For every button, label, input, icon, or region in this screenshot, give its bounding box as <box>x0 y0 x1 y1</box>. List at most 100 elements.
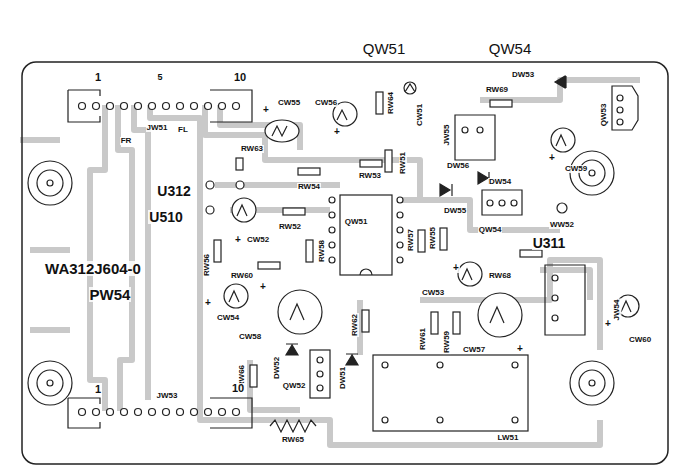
part-label: U312 <box>156 184 191 198</box>
connector-pin <box>205 409 212 416</box>
connector-pin <box>177 103 184 110</box>
part-label: CW57 <box>462 346 486 354</box>
part-label: RW54 <box>297 183 321 191</box>
pad <box>397 257 403 263</box>
capacitor-symbol <box>458 262 482 286</box>
connector-pin <box>149 409 156 416</box>
resistor-symbol <box>214 240 221 262</box>
part-label: RW64 <box>387 91 395 115</box>
polarity-mark: + <box>604 319 612 329</box>
connector-pin <box>219 103 226 110</box>
part-label: CW54 <box>216 314 240 322</box>
copper-trace <box>540 270 590 300</box>
resistor-symbol <box>385 150 392 172</box>
connector-pin <box>163 103 170 110</box>
pad <box>317 385 323 391</box>
pad <box>617 119 623 125</box>
mounting-hole <box>28 161 72 205</box>
pad <box>462 127 468 133</box>
part-label: QW54 <box>488 41 533 56</box>
part-label: DW51 <box>339 366 347 390</box>
pad <box>317 371 323 377</box>
resistor-symbol <box>250 365 257 387</box>
pad <box>617 107 623 113</box>
resistor-symbol <box>270 420 316 432</box>
connector-pin <box>93 409 100 416</box>
connector-pin <box>107 409 114 416</box>
part-label: CW52 <box>246 236 270 244</box>
capacitor-symbol <box>229 84 631 323</box>
polarity-mark: + <box>333 127 341 137</box>
part-label: U510 <box>148 210 183 224</box>
part-label: CW51 <box>416 103 424 127</box>
part-label: RW68 <box>488 272 512 280</box>
ic-outline <box>455 115 495 160</box>
connector-pin <box>177 409 184 416</box>
part-label: QW51 <box>362 41 407 56</box>
connector-outline <box>210 90 252 122</box>
ic-outline <box>310 350 330 398</box>
mounting-hole <box>589 380 595 386</box>
part-label: RW55 <box>429 226 437 250</box>
resistor-symbol <box>258 262 280 269</box>
copper-trace <box>20 80 640 445</box>
part-label: U311 <box>532 236 567 250</box>
pad <box>477 127 483 133</box>
part-label: RW69 <box>485 86 509 94</box>
resistor-symbol <box>298 168 320 175</box>
copper-trace <box>20 137 60 143</box>
board-outline <box>22 62 668 464</box>
resistor-symbol <box>236 158 243 170</box>
pad <box>317 357 323 363</box>
part-label: RW62 <box>351 313 359 337</box>
part-label: RW56 <box>203 253 211 277</box>
pad <box>617 95 623 101</box>
mounting-hole <box>589 170 595 176</box>
resistor-symbol <box>490 100 512 107</box>
part-label: RW58 <box>318 239 326 263</box>
part-label: RW51 <box>399 151 407 175</box>
part-label: QW52 <box>282 382 307 390</box>
ic-outline <box>545 265 585 335</box>
part-label: 1 <box>94 72 102 83</box>
resistor-symbol <box>283 208 305 215</box>
pad <box>512 362 518 368</box>
pad <box>206 95 623 423</box>
resistor-symbol <box>360 160 382 167</box>
mounting-hole <box>570 361 614 405</box>
connector-pin <box>233 409 240 416</box>
pad <box>382 417 388 423</box>
pad <box>329 242 335 248</box>
connector-pin <box>135 409 142 416</box>
pad <box>487 200 493 206</box>
copper-trace <box>134 105 148 400</box>
resistor-symbol <box>306 240 313 262</box>
pad <box>499 200 505 206</box>
pad <box>382 362 388 368</box>
pad <box>329 257 335 263</box>
diode-symbol <box>286 344 298 355</box>
pad <box>329 227 335 233</box>
connector-pin <box>149 103 156 110</box>
connector-pin <box>205 103 212 110</box>
mounting-hole <box>579 160 605 186</box>
pad <box>206 181 214 189</box>
part-label: JW53 <box>156 392 179 400</box>
resistor-symbol <box>362 310 369 332</box>
part-label: 10 <box>233 72 247 83</box>
pad <box>397 212 403 218</box>
mounting-hole <box>28 361 72 405</box>
part-label: RW61 <box>419 327 427 351</box>
connector-pin <box>191 103 198 110</box>
ic-outline <box>340 195 392 275</box>
copper-trace <box>150 105 600 445</box>
part-label: 10 <box>231 383 245 394</box>
resistor-symbol <box>520 250 542 257</box>
capacitor-symbol <box>224 82 639 337</box>
part-label: RW59 <box>443 330 451 354</box>
copper-trace <box>118 105 132 411</box>
part-label: JW55 <box>443 124 451 147</box>
resistor-symbol <box>238 291 245 292</box>
mounting-hole <box>37 370 63 396</box>
ic-outline <box>373 355 528 431</box>
